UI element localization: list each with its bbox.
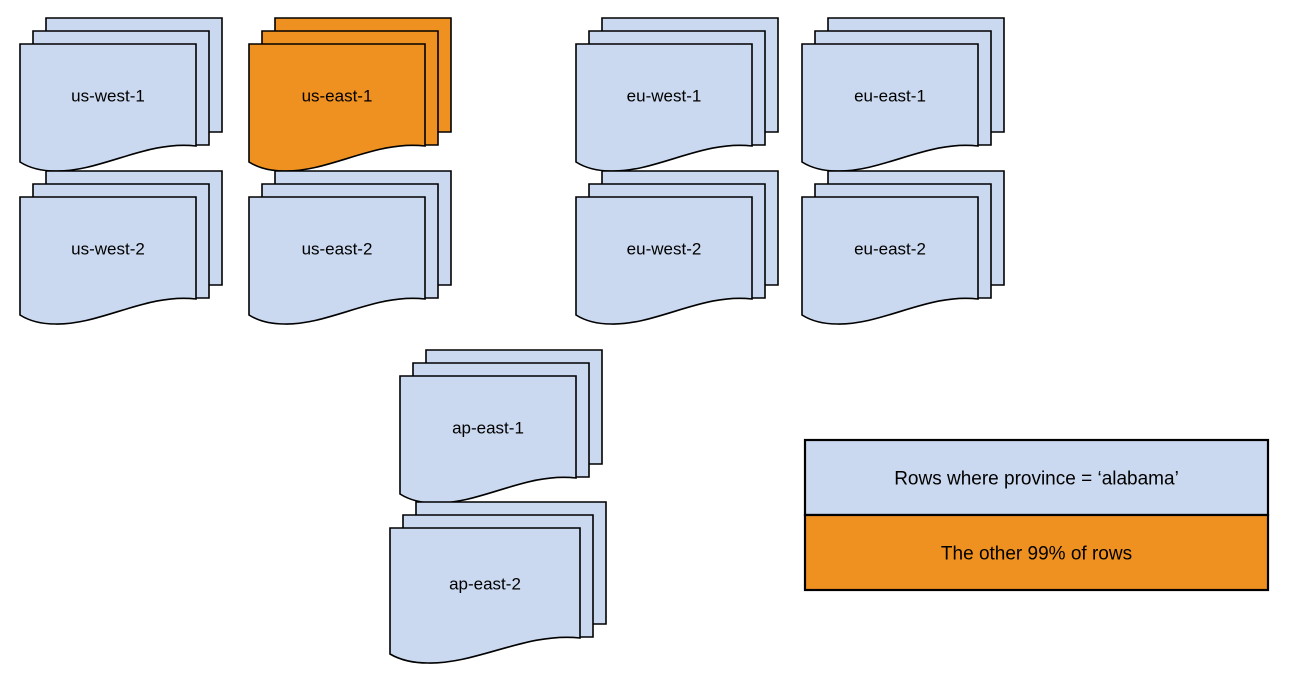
stack-label: us-east-2 xyxy=(302,239,373,258)
stack-label: eu-west-2 xyxy=(627,239,702,258)
document-stack-eu-east-1[interactable]: eu-east-1 xyxy=(801,17,1005,172)
stack-label: us-east-1 xyxy=(302,86,373,105)
stack-sheet-front xyxy=(248,196,426,325)
document-stack-ap-east-1[interactable]: ap-east-1 xyxy=(399,349,603,504)
stack-label: eu-east-1 xyxy=(854,86,926,105)
stack-sheet-front xyxy=(399,375,577,504)
document-stack-eu-west-2[interactable]: eu-west-2 xyxy=(575,170,779,325)
stack-label: us-west-2 xyxy=(71,239,145,258)
legend-entry-1: The other 99% of rows xyxy=(803,513,1270,592)
legend: Rows where province = ‘alabama’ The other… xyxy=(803,438,1270,592)
document-stack-us-east-1[interactable]: us-east-1 xyxy=(248,17,452,172)
stack-sheet-front xyxy=(575,196,753,325)
stacks-layer: us-west-1 us-east-1 eu-west-1 eu-east-1 us-w… xyxy=(19,17,1005,664)
stack-sheet-front xyxy=(801,43,979,172)
stack-label: us-west-1 xyxy=(71,86,145,105)
document-stack-eu-east-2[interactable]: eu-east-2 xyxy=(801,170,1005,325)
stack-sheet-front xyxy=(19,43,197,172)
stack-label: ap-east-1 xyxy=(452,418,524,437)
stack-sheet-front xyxy=(801,196,979,325)
stack-sheet-front xyxy=(575,43,753,172)
legend-swatch xyxy=(803,513,1270,592)
document-stack-us-east-2[interactable]: us-east-2 xyxy=(248,170,452,325)
stack-label: ap-east-2 xyxy=(449,574,521,593)
stack-label: eu-west-1 xyxy=(627,86,702,105)
document-stack-us-west-2[interactable]: us-west-2 xyxy=(19,170,223,325)
stack-sheet-front xyxy=(19,196,197,325)
legend-label: Rows where province = ‘alabama’ xyxy=(894,469,1179,490)
stack-sheet-front xyxy=(248,43,426,172)
stack-sheet-front xyxy=(389,527,581,664)
document-stack-us-west-1[interactable]: us-west-1 xyxy=(19,17,223,172)
document-stack-eu-west-1[interactable]: eu-west-1 xyxy=(575,17,779,172)
stack-label: eu-east-2 xyxy=(854,239,926,258)
document-stack-ap-east-2[interactable]: ap-east-2 xyxy=(389,501,607,664)
legend-swatch xyxy=(803,438,1270,517)
legend-entry-0: Rows where province = ‘alabama’ xyxy=(803,438,1270,517)
legend-label: The other 99% of rows xyxy=(941,544,1132,565)
